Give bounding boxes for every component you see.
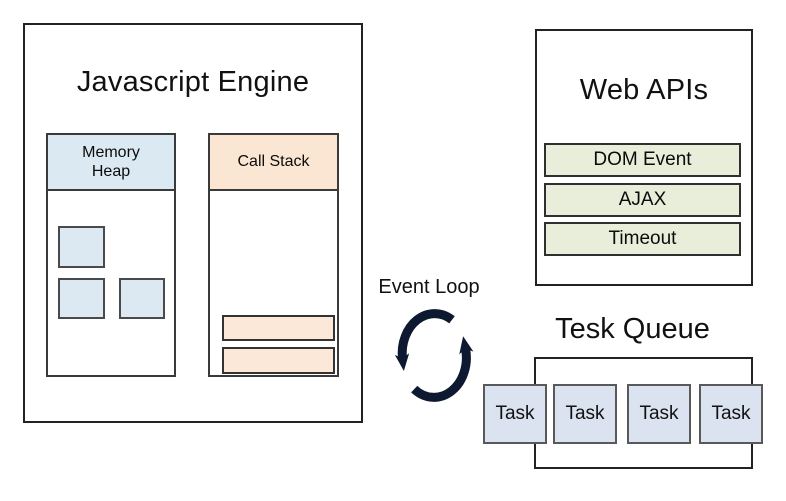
memory-heap-header: Memory Heap xyxy=(46,133,176,191)
heap-memory-block xyxy=(58,226,105,268)
web-api-item-timeout: Timeout xyxy=(544,222,741,256)
event-loop-label: Event Loop xyxy=(378,276,480,298)
memory-heap-label: Memory Heap xyxy=(82,143,140,180)
heap-memory-block xyxy=(58,278,105,319)
memory-heap-column: Memory Heap xyxy=(46,133,176,377)
web-apis-title: Web APIs xyxy=(579,74,709,106)
task-item: Task xyxy=(699,384,763,444)
task-queue-title: Tesk Queue xyxy=(555,313,710,345)
event-loop-cycle-icon xyxy=(394,309,474,402)
task-item: Task xyxy=(627,384,691,444)
call-stack-label: Call Stack xyxy=(237,153,310,171)
task-item: Task xyxy=(553,384,617,444)
task-item: Task xyxy=(483,384,547,444)
web-api-item-ajax: AJAX xyxy=(544,183,741,217)
heap-memory-block xyxy=(119,278,165,319)
call-stack-frame xyxy=(222,347,335,374)
web-api-item-dom-event: DOM Event xyxy=(544,143,741,177)
call-stack-column: Call Stack xyxy=(208,133,339,377)
call-stack-frame xyxy=(222,315,335,341)
call-stack-header: Call Stack xyxy=(208,133,339,191)
javascript-engine-title: Javascript Engine xyxy=(76,66,310,98)
